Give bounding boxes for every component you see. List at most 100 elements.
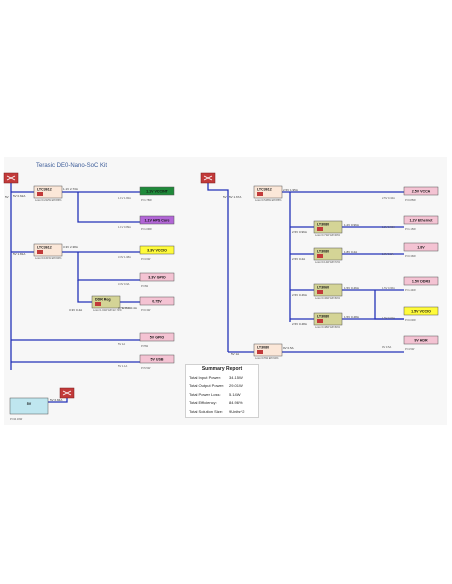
load-name: 2.5V VCCA [412, 190, 431, 194]
summary-report: Summary Report Total Input Power:34.15W … [185, 364, 259, 418]
lt-logo-icon [317, 254, 323, 258]
regulator-output: 2.5V 1.95A [283, 188, 298, 192]
load-name: 0.75V [152, 300, 162, 304]
load-power: P=3.6W [141, 257, 151, 261]
load-input: 1.1V 0.89A [118, 225, 131, 229]
input-supply [9, 397, 49, 415]
regulator-loss: Loss=0.46W Eff=60% [315, 296, 341, 300]
load-power: P=0.85W [405, 198, 416, 202]
load-input: 0.75V 0.4A [118, 306, 131, 310]
regulator-name: LT3060 [317, 286, 329, 290]
lt-logo-icon [257, 350, 263, 354]
load-input: 1.1V 1.82A [118, 196, 131, 200]
regulator-loss: Loss=0.5W Eff=90% [255, 356, 279, 360]
load-input: 1.5V 0.02A [382, 316, 395, 320]
wires [10, 183, 404, 403]
regulator-name: LTC3612 [37, 246, 52, 250]
load-1v1-hps-core [139, 215, 175, 225]
regulator-input: 5V 1.81A [13, 252, 25, 256]
summary-value: 29.01W [229, 383, 243, 389]
summary-heading: Summary Report [201, 366, 243, 372]
summary-key: Total Power Loss: [189, 391, 221, 397]
source-icon [6, 175, 16, 181]
wire [374, 290, 404, 320]
regulator-output: 9V 0.5A [283, 346, 294, 350]
load-1v2-ethernet [403, 215, 439, 225]
regulator-input: 5V 0.62A [13, 194, 25, 198]
regulator-loss: Loss=0.548W Eff=85% [255, 198, 282, 202]
regulator-input: 5V 1.67A [229, 195, 241, 199]
load-power: P=1.44W [405, 288, 416, 292]
regulator-loss: Loss=0.161W Eff=90% [35, 256, 62, 260]
regulator-name: LT3080 [317, 315, 329, 319]
regulator-loss: Loss=0.14W Eff=72% [315, 260, 341, 264]
lt-logo-icon [317, 290, 323, 294]
load-2v5-vcca [403, 186, 439, 196]
load-name: 5V USB [151, 358, 164, 362]
ldo-input: 2.5V 0.2A [292, 257, 305, 261]
regulator-name: DDR Reg [95, 298, 111, 302]
regulator-loss: Loss=1.02W Eff=22.73% [93, 308, 122, 312]
load-name: 1.8V [417, 246, 425, 250]
summary-key: Total Solution Size: [189, 408, 224, 414]
source-icon [203, 175, 213, 181]
load-input: 3.3V 0.9A [118, 282, 130, 286]
load-power: P=1.78W [141, 198, 152, 202]
load-power: P=0.03W [405, 318, 416, 322]
summary-key: Total Efficiency: [189, 400, 217, 406]
load-power: P=0.3W [141, 308, 151, 312]
ldo-input: 2.5V 0.96A [292, 230, 307, 234]
load-power: P=1.15W [405, 227, 416, 231]
load-power: P=0.36W [405, 254, 416, 258]
wire [207, 183, 229, 352]
regulator-loss: Loss=0.222W Eff=86% [35, 198, 62, 202]
summary-row-loss: Total Power Loss: 5.14W [186, 391, 258, 399]
load-name: 5V GPIO [150, 336, 165, 340]
left-source-label: 5V [5, 195, 9, 199]
regulator-name: LT3080 [317, 250, 329, 254]
summary-value: 84.96% [229, 400, 243, 406]
load-input: 1.5V 0.96A [382, 286, 395, 290]
load-name: 3.3V VCCIO [147, 249, 167, 253]
regulator-output: 3.3V 2.38A [63, 245, 78, 249]
load-1v5-vccio [403, 306, 439, 316]
load-input: 3.3V 1.08A [118, 255, 131, 259]
load-power: P=5W [141, 344, 149, 348]
lt-logo-icon [257, 192, 263, 196]
load-0v75 [139, 296, 175, 306]
lt-logo-icon [95, 302, 101, 306]
ldo-input: 2.5V 0.48A [292, 322, 307, 326]
load-5v-usb [139, 354, 175, 364]
load-name: 9V HDR [414, 339, 428, 343]
load-3v3-gpio [139, 272, 175, 282]
load-input: 5V 1A [118, 342, 125, 346]
summary-row-input: Total Input Power:34.15W [186, 374, 258, 382]
wire [48, 398, 68, 403]
load-input: 1.2V 0.96A [382, 225, 395, 229]
load-input: 1.8V 0.2A [382, 252, 394, 256]
load-name: 1.2V Ethernet [410, 219, 434, 223]
ldo-output: 1.8V 0.2A [344, 250, 357, 254]
load-power: P=3W [141, 284, 149, 288]
summary-value: 34.15W [229, 375, 243, 380]
regulator-name: LTC3612 [37, 188, 52, 192]
lt-logo-icon [37, 250, 43, 254]
regulator-loss: Loss=0.48W Eff=60% [315, 325, 341, 329]
regulator-output: 1.1V 2.73A [63, 187, 78, 191]
ldo-input: 2.5V 0.46A [292, 293, 307, 297]
load-name: 1.5V DDR3 [412, 280, 430, 284]
load-3v3-vccio [139, 245, 175, 255]
source-icon [62, 390, 72, 396]
right-source-label: 5V [223, 195, 227, 199]
wire [77, 192, 140, 223]
diagram-title: Terasic DE0-Nano-SoC Kit [36, 163, 108, 169]
input-power: P=34.19W [10, 417, 23, 421]
summary-value: 5.14W [229, 391, 241, 397]
regulator-name: LT3080 [257, 346, 269, 350]
summary-row-output: Total Output Power:29.01W [186, 382, 258, 390]
load-1v1-vccint [139, 186, 175, 196]
regulator-loss: Loss=0.73W Eff=48% [315, 233, 341, 237]
